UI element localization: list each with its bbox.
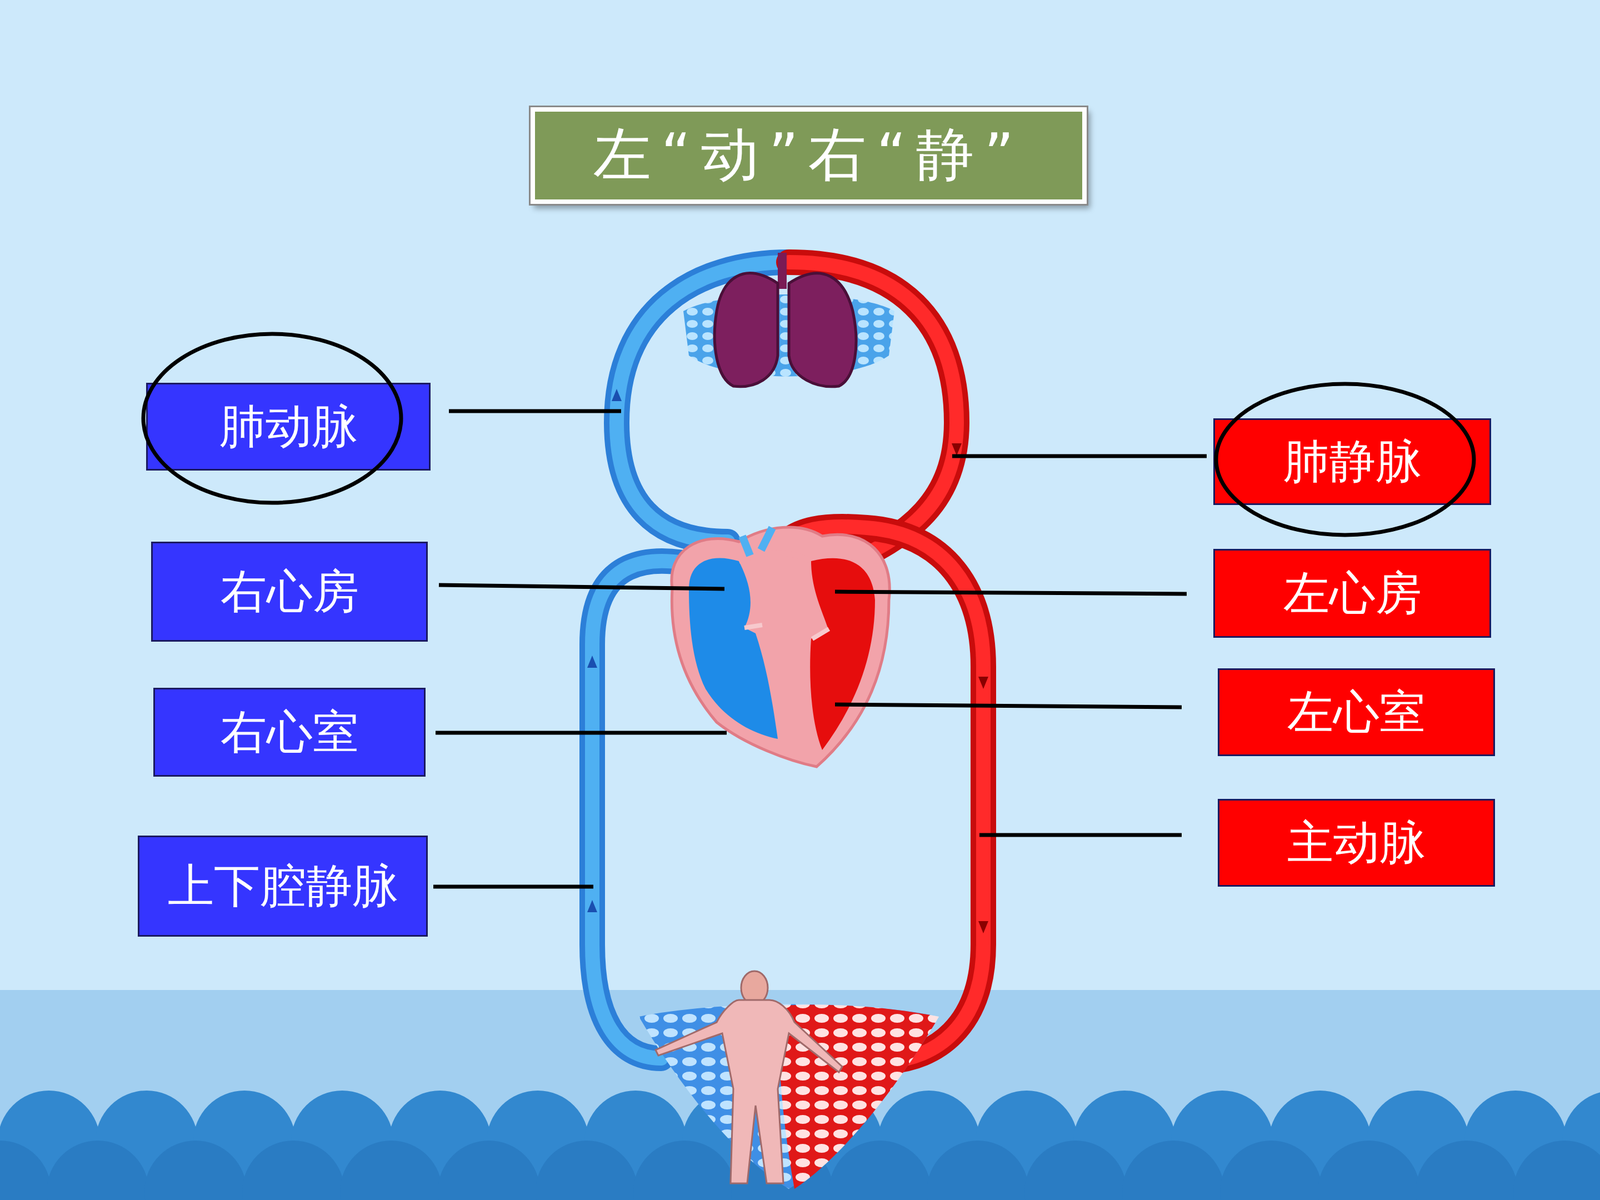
label-box: 主动脉 <box>1217 798 1495 887</box>
label-box: 右心房 <box>151 541 428 642</box>
label-box: 左心房 <box>1213 548 1492 638</box>
label-box: 肺动脉 <box>146 382 431 471</box>
leader-lines <box>433 411 1207 887</box>
pulmonary-loop <box>616 262 957 567</box>
label-text: 主动脉 <box>1287 817 1426 868</box>
title-text: 左“动”右“静” <box>593 116 1025 195</box>
label-text: 肺动脉 <box>219 401 358 452</box>
label-box: 右心室 <box>153 687 426 777</box>
label-text: 左心室 <box>1287 686 1426 738</box>
label-box: 上下腔静脉 <box>137 835 428 937</box>
label-text: 肺静脉 <box>1283 436 1422 487</box>
label-box: 左心室 <box>1217 668 1495 757</box>
title-box: 左“动”右“静” <box>530 107 1087 204</box>
label-text: 左心房 <box>1283 567 1422 619</box>
heart <box>671 527 890 767</box>
flow-arrows <box>587 388 989 934</box>
label-box: 肺静脉 <box>1213 418 1492 505</box>
person-figure <box>655 971 843 1184</box>
label-text: 右心房 <box>220 566 359 617</box>
label-text: 上下腔静脉 <box>167 860 399 912</box>
label-text: 右心室 <box>220 706 359 758</box>
lungs <box>714 252 857 387</box>
systemic-loop <box>592 526 984 1062</box>
